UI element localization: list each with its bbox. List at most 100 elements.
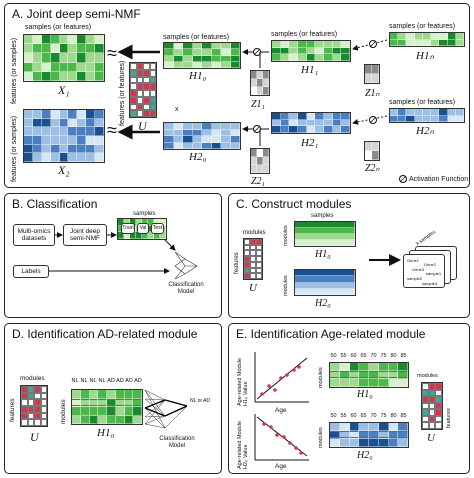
matrix-cell	[280, 41, 290, 48]
matrix-cell	[406, 33, 415, 40]
matrix-cell	[372, 65, 379, 74]
c-h2-0-label: H2₀	[315, 298, 331, 309]
matrix-cell	[431, 33, 440, 40]
matrix-cell	[50, 136, 60, 145]
matrix-cell	[406, 39, 415, 46]
matrix-cell	[89, 398, 99, 407]
matrix-cell	[289, 41, 298, 48]
h1-0-samples-label: samples (or features)	[163, 34, 230, 41]
e-matrix-h1-0	[329, 362, 409, 388]
matrix-cell	[230, 136, 240, 143]
matrix-cell	[280, 119, 290, 127]
matrix-cell	[349, 423, 360, 431]
matrix-cell	[149, 90, 156, 97]
matrix-cell	[230, 123, 240, 130]
matrix-cell	[86, 35, 96, 45]
matrix-cell	[369, 423, 379, 431]
matrix-cell	[34, 386, 41, 393]
matrix-cell	[306, 47, 316, 55]
matrix-cell	[435, 389, 442, 397]
e-age-tick: 60	[350, 413, 357, 419]
matrix-cell	[34, 399, 41, 406]
matrix-h2-1	[271, 112, 351, 134]
matrix-cell	[164, 136, 174, 143]
matrix-cell	[50, 110, 60, 119]
panel-a: A. Joint deep semi-NMF samples (or featu…	[4, 3, 470, 188]
matrix-cell	[263, 149, 269, 157]
matrix-cell	[211, 43, 221, 50]
matrix-cell	[95, 110, 104, 119]
matrix-cell	[244, 250, 250, 257]
matrix-cell	[251, 71, 257, 79]
matrix-cell	[349, 371, 360, 379]
matrix-cell	[390, 109, 399, 116]
matrix-cell	[41, 144, 51, 154]
matrix-cell	[130, 90, 137, 97]
matrix-cell	[50, 44, 60, 54]
matrix-cell	[435, 402, 442, 410]
matrix-cell	[211, 49, 221, 56]
matrix-cell	[359, 363, 369, 371]
matrix-cell	[59, 118, 69, 128]
matrix-cell	[289, 119, 298, 127]
gene-1: Gene1	[407, 258, 420, 263]
matrix-cell	[32, 44, 42, 54]
matrix-cell	[40, 386, 47, 393]
matrix-cell	[431, 109, 440, 116]
matrix-cell	[369, 439, 379, 447]
matrix-cell	[164, 49, 174, 56]
matrix-cell	[143, 76, 150, 84]
matrix-cell	[422, 109, 432, 116]
matrix-cell	[32, 71, 42, 81]
matrix-cell	[359, 431, 369, 439]
matrix-cell	[251, 149, 257, 157]
matrix-cell	[24, 153, 33, 162]
matrix-x1	[23, 34, 105, 82]
matrix-cell	[86, 110, 96, 119]
matrix-cell	[256, 250, 262, 257]
matrix-cell	[398, 109, 407, 116]
panel-c-title: C. Construct modules	[236, 197, 352, 211]
matrix-cell	[202, 49, 212, 56]
matrix-cell	[143, 96, 150, 104]
matrix-cell	[378, 371, 389, 379]
matrix-cell	[435, 415, 442, 423]
matrix-cell	[136, 110, 143, 117]
matrix-cell	[428, 389, 436, 397]
matrix-cell	[256, 239, 262, 245]
e-u-features-label: features	[446, 408, 452, 428]
matrix-cell	[80, 390, 90, 399]
matrix-cell	[257, 157, 263, 165]
d-modules-label: modules	[20, 375, 45, 382]
joint-nmf-box: Joint deep semi-NMF	[63, 224, 107, 246]
matrix-cell	[390, 33, 399, 40]
matrix-cell	[130, 69, 137, 77]
matrix-cell	[130, 103, 137, 111]
matrix-cell	[32, 35, 42, 45]
d-col-label: NL	[98, 378, 106, 384]
matrix-cell	[439, 39, 448, 46]
matrix-cell	[250, 239, 256, 245]
matrix-cell	[130, 110, 137, 117]
h1-n-label: H1ₙ	[416, 50, 434, 62]
matrix-cell	[143, 69, 150, 77]
matrix-cell	[378, 363, 389, 371]
matrix-cell	[115, 390, 125, 399]
matrix-cell	[160, 232, 166, 239]
z1-n-label: Z1ₙ	[365, 88, 380, 99]
approx-sign-2: ≈	[107, 120, 117, 140]
e-u-label: U	[427, 432, 435, 444]
matrix-cell	[341, 126, 350, 133]
matrix-cell	[388, 371, 399, 379]
matrix-cell	[250, 261, 256, 268]
matrix-cell	[32, 110, 42, 119]
matrix-cell	[398, 431, 408, 439]
matrix-cell	[143, 63, 150, 70]
matrix-cell	[143, 90, 150, 97]
matrix-cell	[295, 270, 355, 277]
z2-n-label: Z2ₙ	[365, 163, 380, 174]
z1-1-label: Z1₁	[251, 99, 266, 110]
matrix-cell	[95, 136, 104, 145]
matrix-cell	[244, 239, 250, 245]
matrix-cell	[447, 115, 456, 122]
